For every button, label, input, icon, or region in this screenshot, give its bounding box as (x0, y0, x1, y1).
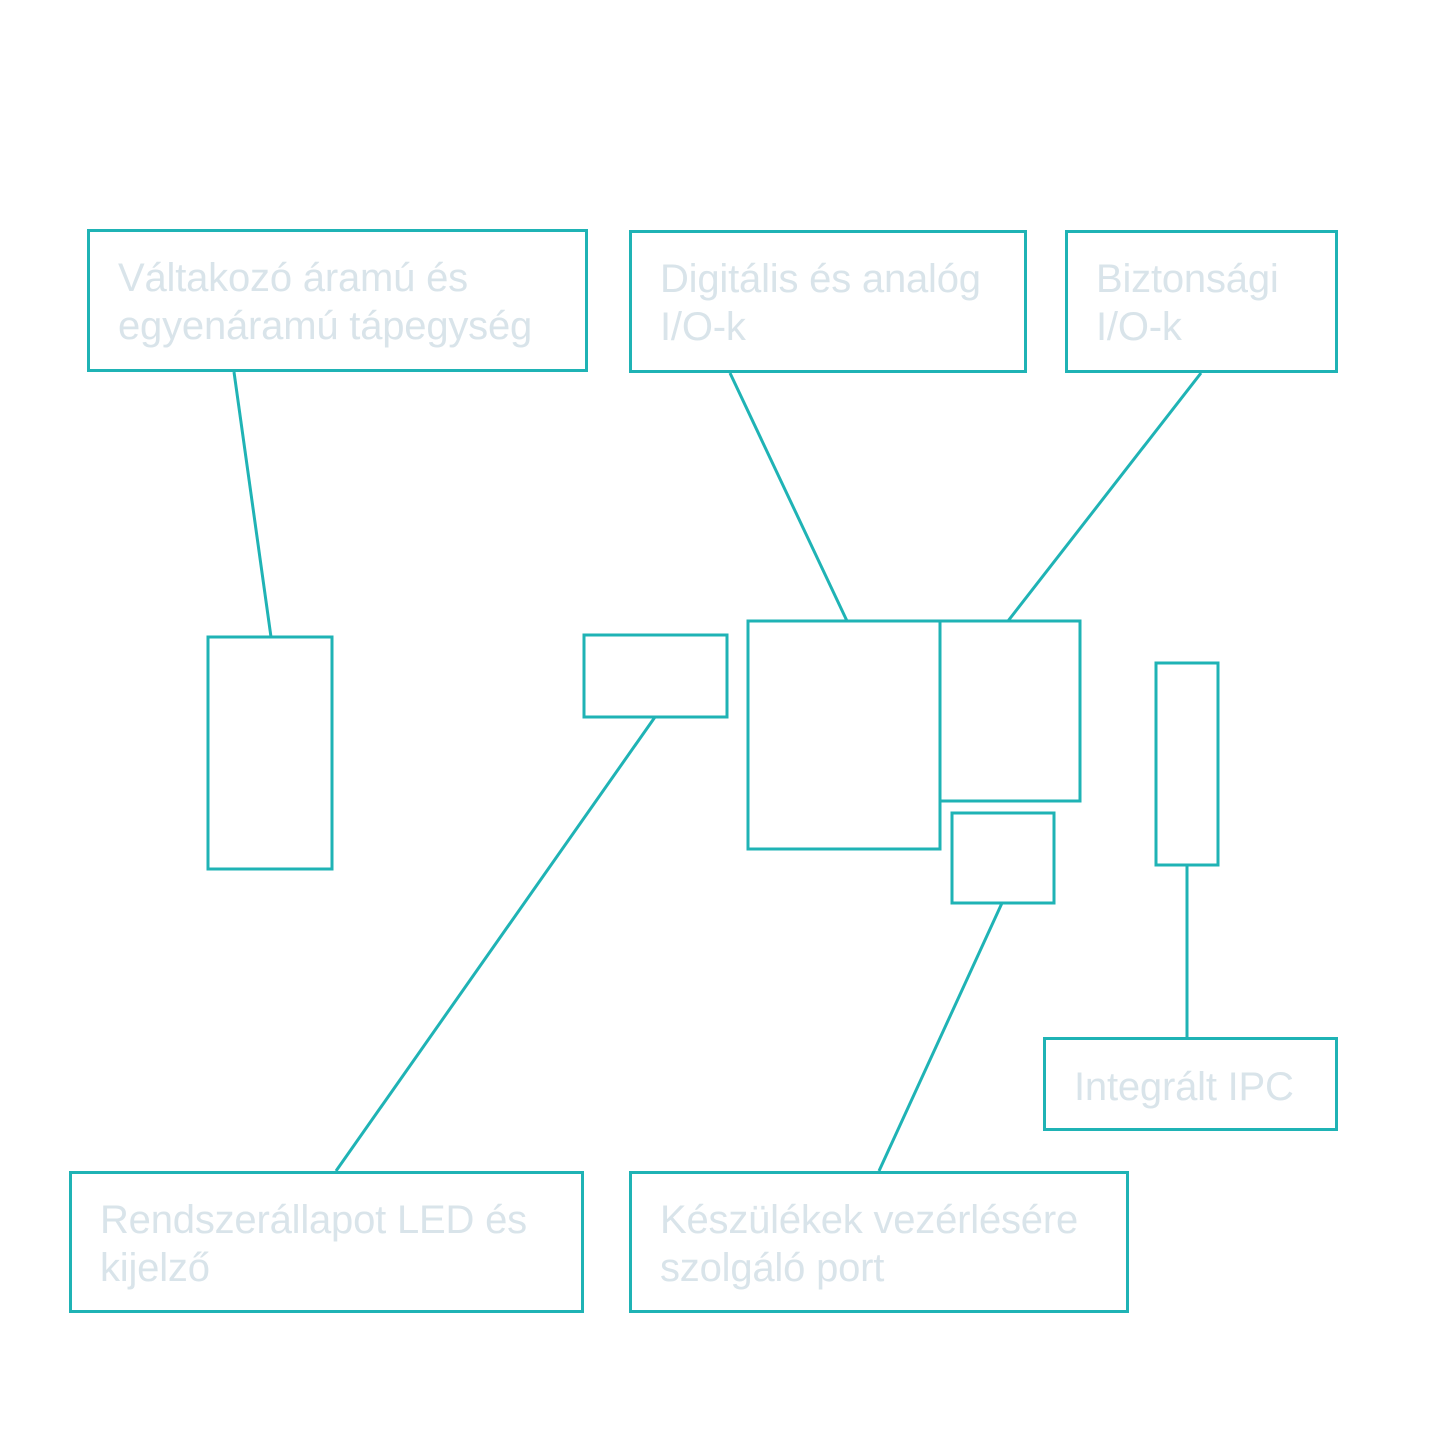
integrated-ipc-callout-box: Integrált IPC (1043, 1037, 1338, 1131)
power-supply-leader-line (232, 371, 273, 638)
safety-io-leader-line (1006, 372, 1203, 622)
digital-analog-io-leader-line (728, 372, 849, 622)
status-led-display-module (582, 633, 729, 719)
device-control-port-module (950, 811, 1056, 905)
safety-io-callout-box: Biztonsági I/O-k (1065, 230, 1338, 373)
safety-io-module (938, 619, 1082, 803)
device-control-port-label: Készülékek vezérlésére szolgáló port (660, 1198, 1079, 1290)
integrated-ipc-module (1154, 661, 1220, 867)
power-supply-label: Váltakozó áramú és egyenáramú tápegység (118, 256, 533, 348)
power-supply-module (206, 635, 334, 871)
digital-analog-io-callout-box: Digitális és analóg I/O-k (629, 230, 1027, 373)
power-supply-callout-box: Váltakozó áramú és egyenáramú tápegység (87, 229, 588, 372)
device-control-port-leader-line (877, 902, 1004, 1172)
status-led-display-leader-line (334, 716, 657, 1172)
safety-io-label: Biztonsági I/O-k (1096, 257, 1279, 349)
device-control-port-callout-box: Készülékek vezérlésére szolgáló port (629, 1171, 1129, 1313)
digital-analog-io-label: Digitális és analóg I/O-k (660, 257, 981, 349)
digital-analog-io-module (746, 619, 942, 851)
status-led-display-callout-box: Rendszerállapot LED és kijelző (69, 1171, 584, 1313)
integrated-ipc-label: Integrált IPC (1074, 1065, 1294, 1109)
status-led-display-label: Rendszerállapot LED és kijelző (100, 1198, 527, 1290)
